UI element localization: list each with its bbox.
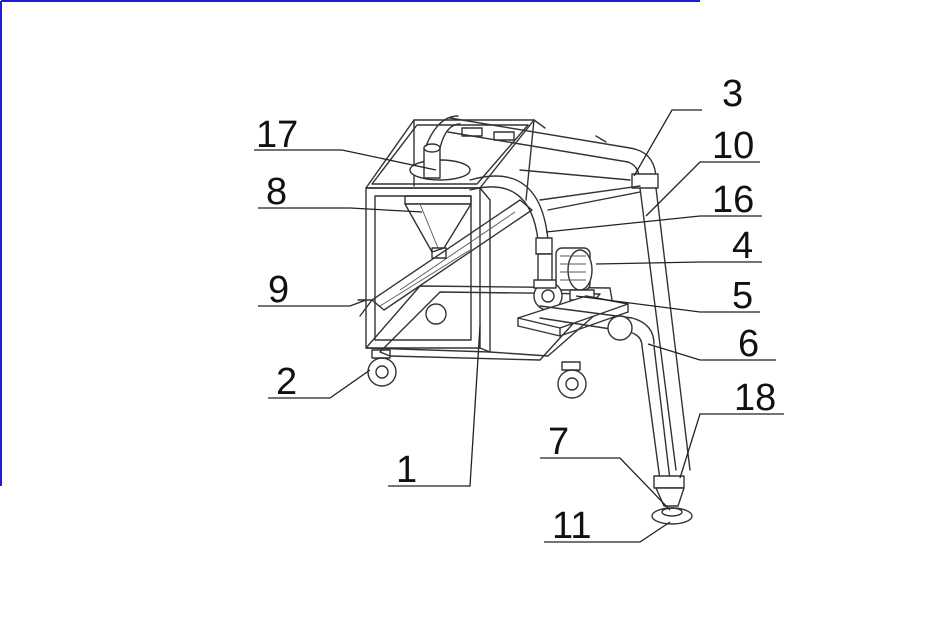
label-9: 9 [268,269,289,311]
cyclone-cap [409,115,471,181]
page-border [0,0,700,486]
label-10: 10 [712,125,754,167]
down-pipes [639,187,693,525]
label-5: 5 [732,275,753,317]
top-pipe [447,117,659,211]
main-frame [357,119,613,361]
label-7: 7 [548,421,569,463]
part-labels: 17 8 9 2 1 3 10 16 4 5 6 18 7 11 [256,73,776,547]
label-3: 3 [722,73,743,115]
label-11: 11 [552,505,591,547]
label-8: 8 [266,171,287,213]
motor [555,247,595,301]
casters [367,303,633,399]
hose [469,175,553,285]
label-6: 6 [738,323,759,365]
label-18: 18 [734,377,776,419]
label-2: 2 [276,361,297,403]
hopper [404,195,472,259]
label-1: 1 [396,449,417,491]
label-4: 4 [732,225,753,267]
label-17: 17 [256,114,298,156]
label-16: 16 [712,179,754,221]
leader-lines [254,109,784,543]
pump [533,279,563,311]
